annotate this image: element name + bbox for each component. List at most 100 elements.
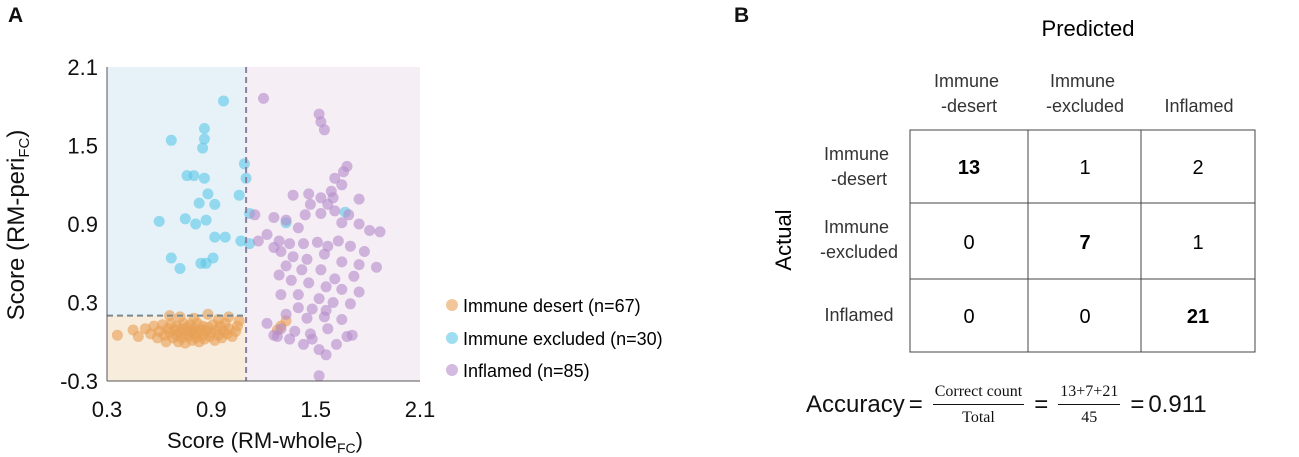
desert-point-59 xyxy=(188,312,200,324)
legend-marker-desert xyxy=(446,299,458,311)
y-tick-label-4: 2.1 xyxy=(67,55,98,80)
inflamed-point-79 xyxy=(331,338,342,350)
matrix-cell-inflamed-desert: 0 xyxy=(963,306,974,328)
y-tick-label-2: 0.9 xyxy=(67,212,98,237)
y-tick-label-3: 1.5 xyxy=(67,134,98,159)
excluded-point-17 xyxy=(200,214,212,226)
inflamed-point-13 xyxy=(353,193,365,205)
matrix-cell-excluded-excluded: 7 xyxy=(1079,232,1090,254)
inflamed-point-11 xyxy=(303,188,315,200)
inflamed-point-71 xyxy=(289,325,301,337)
matrix-cell-desert-inflamed: 2 xyxy=(1192,157,1203,179)
equals-sign-1: = xyxy=(908,391,923,418)
row-header-immune-excluded: Immune -excluded xyxy=(820,217,898,262)
inflamed-point-48 xyxy=(315,264,327,276)
matrix-cell-desert-desert: 13 xyxy=(958,157,980,179)
inflamed-point-31 xyxy=(284,238,296,250)
inflamed-point-49 xyxy=(329,273,341,285)
inflamed-point-5 xyxy=(338,166,349,178)
excluded-region xyxy=(107,67,247,316)
inflamed-point-27 xyxy=(374,226,386,238)
inflamed-point-19 xyxy=(343,209,355,221)
x-tick-label-1: 0.9 xyxy=(196,397,227,422)
excluded-point-15 xyxy=(153,215,165,227)
inflamed-point-82 xyxy=(306,333,318,345)
excluded-point-18 xyxy=(190,218,202,230)
excluded-point-2 xyxy=(165,134,177,146)
inflamed-point-54 xyxy=(320,281,332,293)
inflamed-point-73 xyxy=(322,323,334,335)
accuracy-fraction-2: 13+7+21 45 xyxy=(1058,383,1121,427)
equals-sign-2: = xyxy=(1034,391,1049,418)
accuracy-result: 0.911 xyxy=(1148,391,1207,418)
inflamed-point-84 xyxy=(313,370,325,382)
inflamed-point-80 xyxy=(346,329,358,341)
accuracy-label: Accuracy xyxy=(806,391,905,418)
inflamed-point-77 xyxy=(298,338,309,350)
column-header-immune-desert: Immune -desert xyxy=(934,71,1004,116)
excluded-point-26 xyxy=(195,257,207,269)
excluded-point-20 xyxy=(219,231,231,243)
inflamed-point-36 xyxy=(344,240,356,252)
inflamed-point-81 xyxy=(271,331,283,342)
inflamed-point-25 xyxy=(353,218,365,230)
excluded-point-27 xyxy=(174,263,186,274)
scatter-points xyxy=(111,92,386,382)
axes xyxy=(106,67,420,382)
inflamed-point-69 xyxy=(261,317,273,329)
accuracy-formula: Accuracy = Correct count Total = 13+7+21… xyxy=(806,383,1207,427)
column-header-inflamed: Inflamed xyxy=(1164,96,1233,116)
inflamed-point-20 xyxy=(336,217,348,229)
excluded-point-0 xyxy=(218,95,229,107)
accuracy-fraction-1: Correct count Total xyxy=(932,383,1025,427)
inflamed-point-52 xyxy=(285,274,297,286)
inflamed-point-28 xyxy=(252,235,264,247)
excluded-point-6 xyxy=(188,170,200,182)
inflamed-point-55 xyxy=(336,283,348,295)
inflamed-point-6 xyxy=(329,172,341,184)
excluded-point-4 xyxy=(197,142,209,154)
inflamed-point-7 xyxy=(336,179,348,191)
legend-label-inflamed: Inflamed (n=85) xyxy=(463,361,590,381)
inflamed-point-50 xyxy=(348,270,360,282)
inflamed-point-56 xyxy=(353,286,365,298)
y-tick-label-0: -0.3 xyxy=(60,369,98,394)
excluded-point-8 xyxy=(238,158,250,170)
matrix-cell-desert-excluded: 1 xyxy=(1079,157,1090,179)
inflamed-point-44 xyxy=(353,259,365,271)
legend-marker-excluded xyxy=(446,332,458,344)
panel-b-letter: B xyxy=(734,4,750,27)
excluded-point-12 xyxy=(193,197,205,209)
excluded-point-25 xyxy=(207,252,219,264)
inflamed-point-45 xyxy=(371,261,382,273)
inflamed-point-22 xyxy=(268,212,280,223)
desert-point-63 xyxy=(233,315,245,327)
inflamed-point-10 xyxy=(315,192,327,204)
inflamed-point-61 xyxy=(344,298,356,310)
excluded-point-3 xyxy=(198,133,210,145)
legend-label-desert: Immune desert (n=67) xyxy=(463,296,641,316)
legend-marker-inflamed xyxy=(446,364,458,376)
inflamed-point-76 xyxy=(284,333,296,345)
inflamed-point-59 xyxy=(313,293,325,305)
excluded-point-7 xyxy=(198,172,210,184)
inflamed-point-83 xyxy=(320,349,332,361)
fraction-2-denominator: 45 xyxy=(1081,409,1098,426)
desert-point-0 xyxy=(111,329,123,341)
inflamed-point-17 xyxy=(315,208,327,219)
inflamed-point-57 xyxy=(275,289,287,301)
inflamed-point-46 xyxy=(280,260,292,272)
inflamed-point-66 xyxy=(301,312,313,324)
row-header-immune-desert: Immune -desert xyxy=(824,144,894,189)
y-tick-label-1: 0.3 xyxy=(67,291,98,316)
inflamed-point-24 xyxy=(292,222,304,234)
excluded-point-11 xyxy=(233,189,245,201)
inflamed-point-15 xyxy=(304,198,316,210)
inflamed-point-41 xyxy=(301,253,313,265)
inflamed-point-12 xyxy=(287,189,299,201)
desert-point-60 xyxy=(202,308,214,320)
fraction-1-denominator: Total xyxy=(962,409,995,426)
inflamed-point-37 xyxy=(358,246,370,257)
